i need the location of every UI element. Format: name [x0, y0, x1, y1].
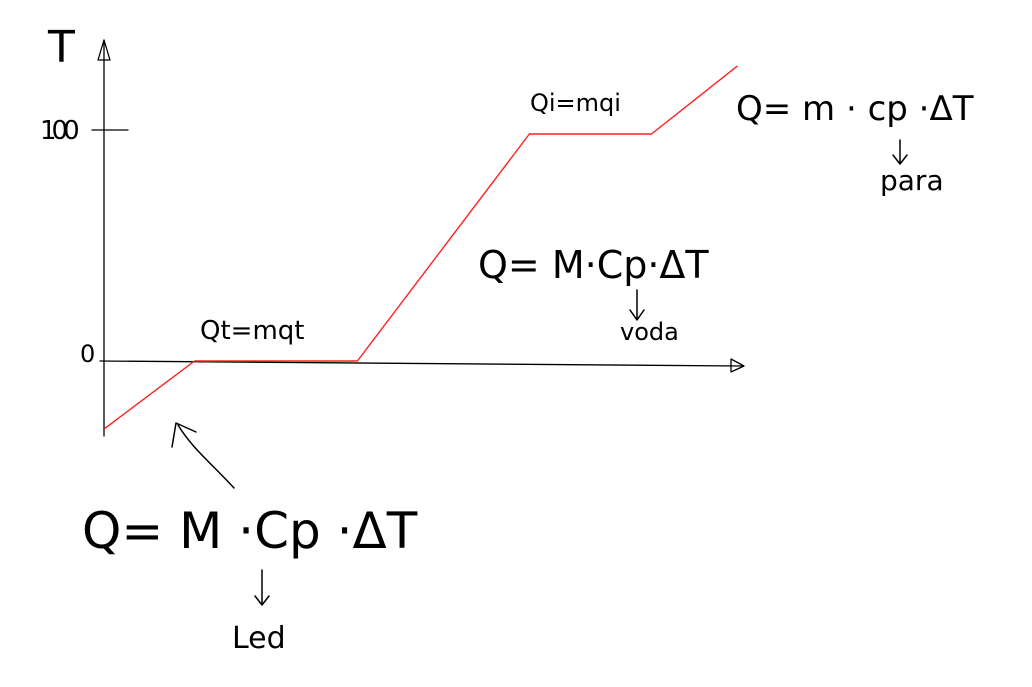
vaporization-heat-label: Qi=mqi	[530, 89, 621, 117]
ice-pointer-arrow-icon	[171, 422, 235, 489]
steam-arrow-icon	[892, 139, 908, 165]
water-heat-formula: Q= M·Cp·ΔT	[478, 243, 709, 287]
steam-heat-formula: Q= m · cp ·ΔT	[736, 89, 974, 129]
ice-heat-formula: Q= M ·Cp ·ΔT	[82, 502, 418, 560]
melting-heat-label: Qt=mqt	[200, 316, 304, 346]
y-tick-0-label: 0	[80, 340, 95, 368]
ice-label: Led	[232, 621, 286, 656]
y-axis-label: T	[47, 22, 75, 73]
x-axis	[99, 360, 743, 367]
water-label: voda	[620, 318, 679, 346]
x-axis-arrow-icon	[730, 358, 745, 373]
heating-curve-line	[103, 65, 738, 430]
steam-label: para	[880, 164, 944, 197]
ice-arrow-icon	[254, 569, 270, 606]
y-axis-arrow-icon	[97, 39, 111, 61]
y-tick-100-label: 100	[40, 116, 78, 146]
water-arrow-icon	[629, 289, 645, 321]
